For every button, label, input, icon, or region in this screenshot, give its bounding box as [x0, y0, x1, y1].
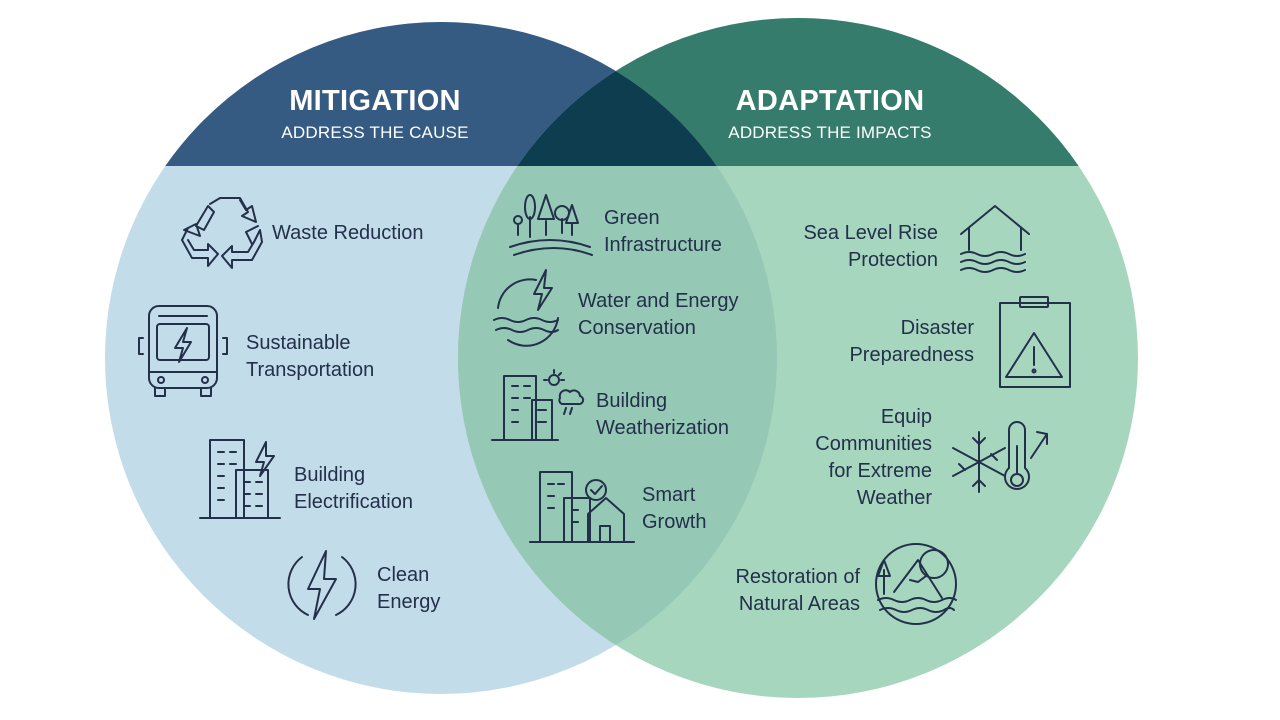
label-line: Smart	[642, 484, 696, 506]
label-building-weatherization: Building Weatherization	[596, 388, 729, 442]
house-flood-icon	[960, 205, 1030, 273]
water-energy-icon	[493, 269, 559, 347]
clipboard-warning-icon	[999, 296, 1071, 388]
label-disaster-preparedness: Disaster Preparedness	[820, 315, 974, 369]
building-lightning-icon	[199, 439, 281, 519]
recycle-icon	[181, 197, 263, 269]
label-line: Equip	[880, 406, 932, 428]
smart-growth-icon	[529, 471, 635, 543]
label-smart-growth: Smart Growth	[642, 482, 706, 536]
label-line: Green	[604, 207, 660, 229]
label-line: Growth	[642, 511, 707, 533]
label-line: Infrastructure	[604, 234, 722, 256]
label-line: Electrification	[294, 491, 413, 513]
label-water-energy-conservation: Water and Energy Conservation	[578, 288, 738, 342]
label-line: for Extreme	[828, 460, 932, 482]
label-line: Disaster	[900, 317, 974, 339]
label-line: Building	[596, 390, 668, 412]
mitigation-subtitle: ADDRESS THE CAUSE	[281, 123, 469, 142]
building-weather-icon	[491, 369, 585, 441]
label-line: Weather	[856, 487, 932, 509]
overlap-region	[458, 22, 777, 694]
label-line: Transportation	[246, 359, 375, 381]
electric-bus-icon	[138, 305, 228, 397]
adaptation-subtitle: ADDRESS THE IMPACTS	[728, 123, 932, 142]
label-line: Waste Reduction	[272, 222, 424, 244]
label-line: Conservation	[578, 317, 696, 339]
label-waste-reduction: Waste Reduction	[272, 220, 424, 247]
label-clean-energy: Clean Energy	[377, 562, 440, 616]
natural-areas-icon	[875, 543, 957, 625]
label-sea-level-rise: Sea Level Rise Protection	[780, 220, 938, 274]
adaptation-title: ADAPTATION	[735, 85, 925, 117]
label-line: Clean	[377, 564, 430, 586]
label-line: Preparedness	[849, 344, 974, 366]
label-line: Sustainable	[246, 332, 351, 354]
mitigation-header: MITIGATION ADDRESS THE CAUSE	[245, 84, 505, 144]
label-restoration-natural-areas: Restoration of Natural Areas	[700, 564, 860, 618]
label-building-electrification: Building Electrification	[294, 462, 413, 516]
label-line: Energy	[377, 591, 441, 613]
trees-landscape-icon	[509, 194, 593, 256]
label-line: Weatherization	[596, 417, 730, 439]
label-sustainable-transportation: Sustainable Transportation	[246, 330, 374, 384]
label-line: Restoration of	[735, 566, 860, 588]
mitigation-title: MITIGATION	[289, 85, 461, 117]
label-green-infrastructure: Green Infrastructure	[604, 205, 722, 259]
adaptation-header: ADAPTATION ADDRESS THE IMPACTS	[700, 84, 960, 144]
label-line: Building	[294, 464, 366, 486]
clean-energy-icon	[287, 550, 357, 620]
label-line: Sea Level Rise	[803, 222, 938, 244]
label-line: Protection	[847, 249, 938, 271]
label-line: Natural Areas	[738, 593, 860, 615]
label-line: Water and Energy	[578, 290, 739, 312]
extreme-weather-icon	[952, 421, 1048, 493]
label-line: Communities	[815, 433, 932, 455]
label-extreme-weather: Equip Communities for Extreme Weather	[780, 404, 932, 512]
